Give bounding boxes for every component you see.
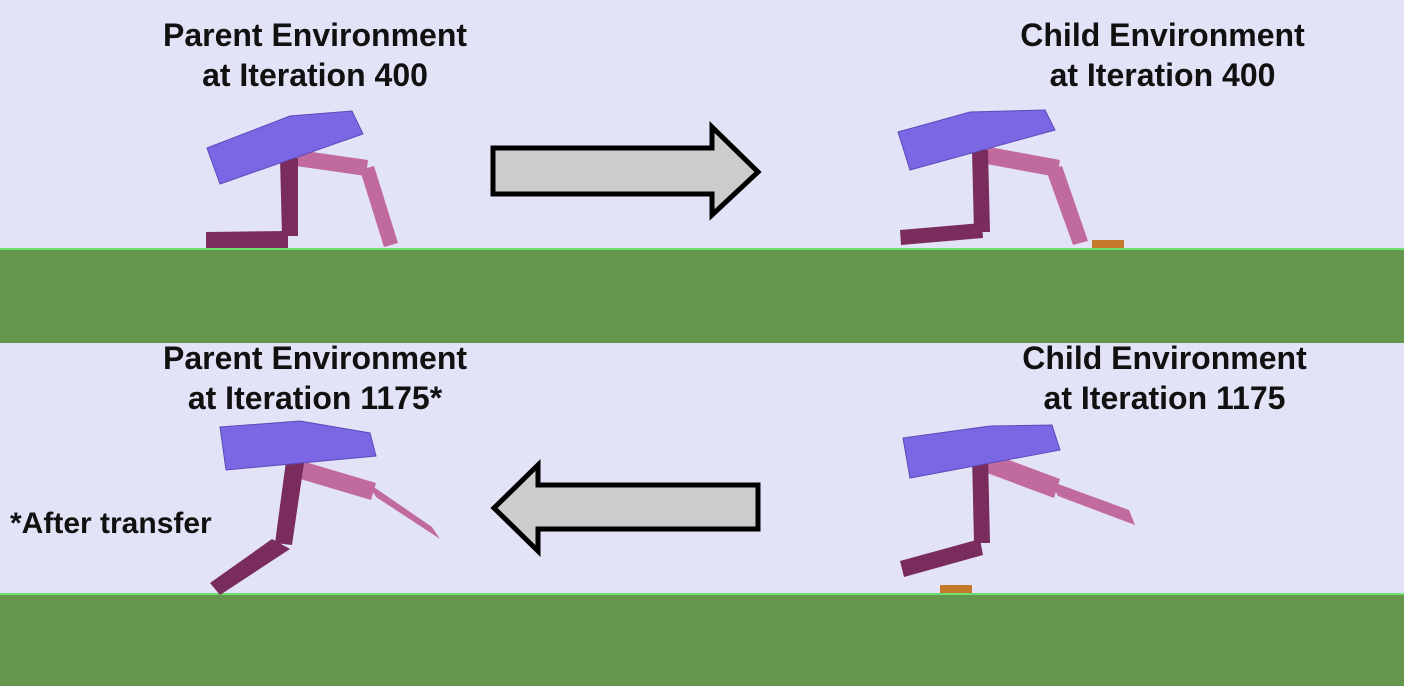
child-label-bottom: Child Environment at Iteration 1175 (992, 343, 1337, 418)
bottom-panel: Parent Environment at Iteration 1175* Ch… (0, 343, 1404, 686)
ground (0, 593, 1404, 686)
label-line: at Iteration 400 (1049, 57, 1276, 93)
far-lower-leg (1050, 481, 1135, 525)
far-upper-leg (296, 150, 368, 176)
label-line: at Iteration 1175* (187, 380, 443, 416)
hull (902, 424, 1061, 479)
parent-walker (206, 110, 398, 248)
near-lower-leg (900, 223, 983, 245)
far-lower-leg (368, 483, 440, 539)
near-lower-leg (900, 539, 983, 577)
label-line: Child Environment (1020, 17, 1305, 53)
label-line: at Iteration 400 (202, 57, 428, 93)
child-walker (897, 109, 1088, 245)
far-upper-leg (981, 146, 1060, 177)
parent-label-bottom: Parent Environment at Iteration 1175* (140, 343, 490, 418)
bottom-scene (210, 420, 1135, 595)
near-upper-leg (280, 158, 298, 236)
right-arrow (490, 121, 762, 221)
label-line: Parent Environment (162, 17, 468, 53)
child-label-top: Child Environment at Iteration 400 (990, 15, 1335, 95)
top-panel: Parent Environment at Iteration 400 Chil… (0, 15, 1404, 343)
hull (219, 420, 377, 471)
far-upper-leg (297, 461, 376, 500)
label-line: at Iteration 1175 (1043, 380, 1286, 416)
near-lower-leg (210, 539, 290, 595)
parent-walker (210, 420, 440, 595)
near-upper-leg (275, 461, 304, 545)
left-arrow (490, 459, 761, 557)
hull (206, 110, 364, 185)
obstacle (1092, 240, 1124, 248)
near-upper-leg (972, 150, 990, 232)
far-upper-leg (979, 451, 1060, 498)
label-line: Child Environment (1022, 343, 1307, 376)
far-lower-leg (360, 166, 398, 247)
child-walker (900, 424, 1135, 577)
ground (0, 248, 1404, 343)
top-scene (206, 109, 1124, 248)
parent-label-top: Parent Environment at Iteration 400 (140, 15, 490, 95)
near-upper-leg (972, 455, 990, 543)
far-lower-leg (1046, 166, 1088, 245)
hull (897, 109, 1056, 171)
transfer-note: *After transfer (10, 507, 212, 540)
label-line: Parent Environment (162, 343, 468, 376)
obstacle (940, 585, 972, 593)
near-lower-leg (206, 231, 288, 248)
